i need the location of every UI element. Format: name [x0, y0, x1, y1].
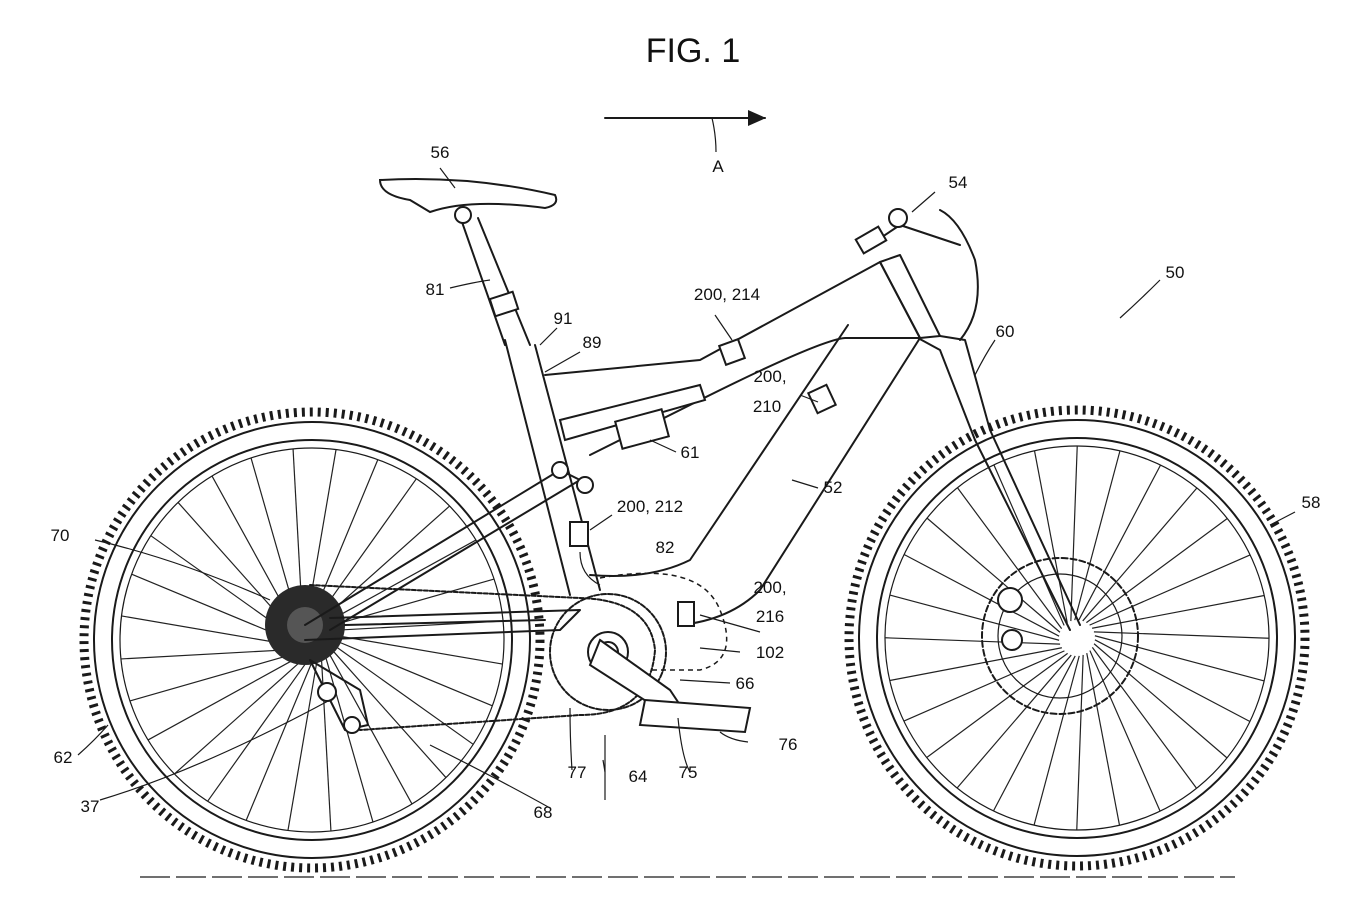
wheel-spoke [288, 661, 317, 830]
sensor-212 [570, 522, 588, 546]
wheel-spoke [957, 655, 1071, 788]
label-pedal: 76 [779, 735, 798, 754]
wheel-spoke [332, 650, 446, 778]
label-front-sprocket: 66 [736, 674, 755, 693]
pedal [640, 700, 750, 732]
wheel-spoke [1075, 451, 1120, 620]
label-sensor-210-top: 200, [753, 367, 786, 386]
label-sensor-214: 200, 214 [694, 285, 760, 304]
label-link-89: 89 [583, 333, 602, 352]
wheel-spoke [890, 648, 1062, 681]
figure-title: FIG. 1 [646, 32, 740, 70]
wheel-spoke [1087, 653, 1120, 825]
wheel-spoke [1077, 655, 1083, 830]
saddle [380, 179, 556, 223]
label-rear-sprockets: 70 [51, 526, 70, 545]
label-sensor-216-top: 200, [753, 578, 786, 597]
label-sensor-212: 200, 212 [617, 497, 683, 516]
sensor-210 [808, 385, 835, 413]
label-sensor-216-bottom: 216 [756, 607, 784, 626]
label-front-wheel: 58 [1302, 493, 1321, 512]
wheel-spoke [326, 540, 476, 623]
wheel-spoke [1083, 488, 1197, 621]
handlebar [856, 209, 960, 253]
wheel-spoke [1071, 446, 1077, 621]
wheel-spoke [121, 650, 292, 659]
label-front-fork: 60 [996, 322, 1015, 341]
label-derailleur-37: 37 [81, 797, 100, 816]
wheel-spoke [890, 595, 1059, 640]
wheel-spoke [1090, 651, 1160, 812]
label-saddle: 56 [431, 143, 450, 162]
wheel-spoke [130, 654, 295, 701]
wheel-spoke [1034, 656, 1079, 825]
wheel-spoke [246, 662, 312, 820]
label-chain-guide: 82 [656, 538, 675, 557]
label-crank-arm: 75 [679, 763, 698, 782]
wheel-spoke [1090, 555, 1251, 625]
label-bicycle: 50 [1166, 263, 1185, 282]
label-rear-wheel: 62 [54, 748, 73, 767]
wheel-spoke [174, 660, 302, 774]
front-wheel [849, 410, 1305, 866]
label-link-91: 91 [554, 309, 573, 328]
wheel-spoke [122, 616, 291, 645]
seatpost [462, 218, 530, 345]
label-rear-shock: 61 [681, 443, 700, 462]
wheel-spoke [1095, 640, 1250, 722]
label-drive-train: 64 [629, 767, 648, 786]
label-sensor-210-bottom: 210 [753, 397, 781, 416]
wheel-spoke [1092, 596, 1264, 629]
sensor-216 [678, 602, 694, 626]
wheel-spoke [333, 635, 502, 664]
wheel-spoke [326, 657, 373, 822]
wheel-spoke [334, 640, 492, 706]
wheel-spoke [1079, 465, 1161, 620]
label-frame: 52 [824, 478, 843, 497]
direction-label: A [712, 157, 724, 176]
front-fork [918, 210, 1080, 630]
wheel-spoke [993, 656, 1075, 811]
wheel-spoke [927, 518, 1060, 632]
wheel-spoke [1094, 644, 1227, 758]
wheel-spoke [885, 638, 1060, 644]
wheel-spoke [1094, 632, 1269, 638]
wheel-spoke [904, 651, 1065, 721]
label-housing-102: 102 [756, 643, 784, 662]
sensor-214 [719, 339, 745, 365]
wheel-spoke [1095, 636, 1264, 681]
label-chain: 68 [534, 803, 553, 822]
wheel-spoke [329, 579, 494, 626]
direction-arrow [605, 110, 766, 152]
wheel-spoke [904, 554, 1059, 636]
label-handlebar: 54 [949, 173, 968, 192]
label-crank-axle: 77 [568, 763, 587, 782]
label-seatpost: 81 [426, 280, 445, 299]
